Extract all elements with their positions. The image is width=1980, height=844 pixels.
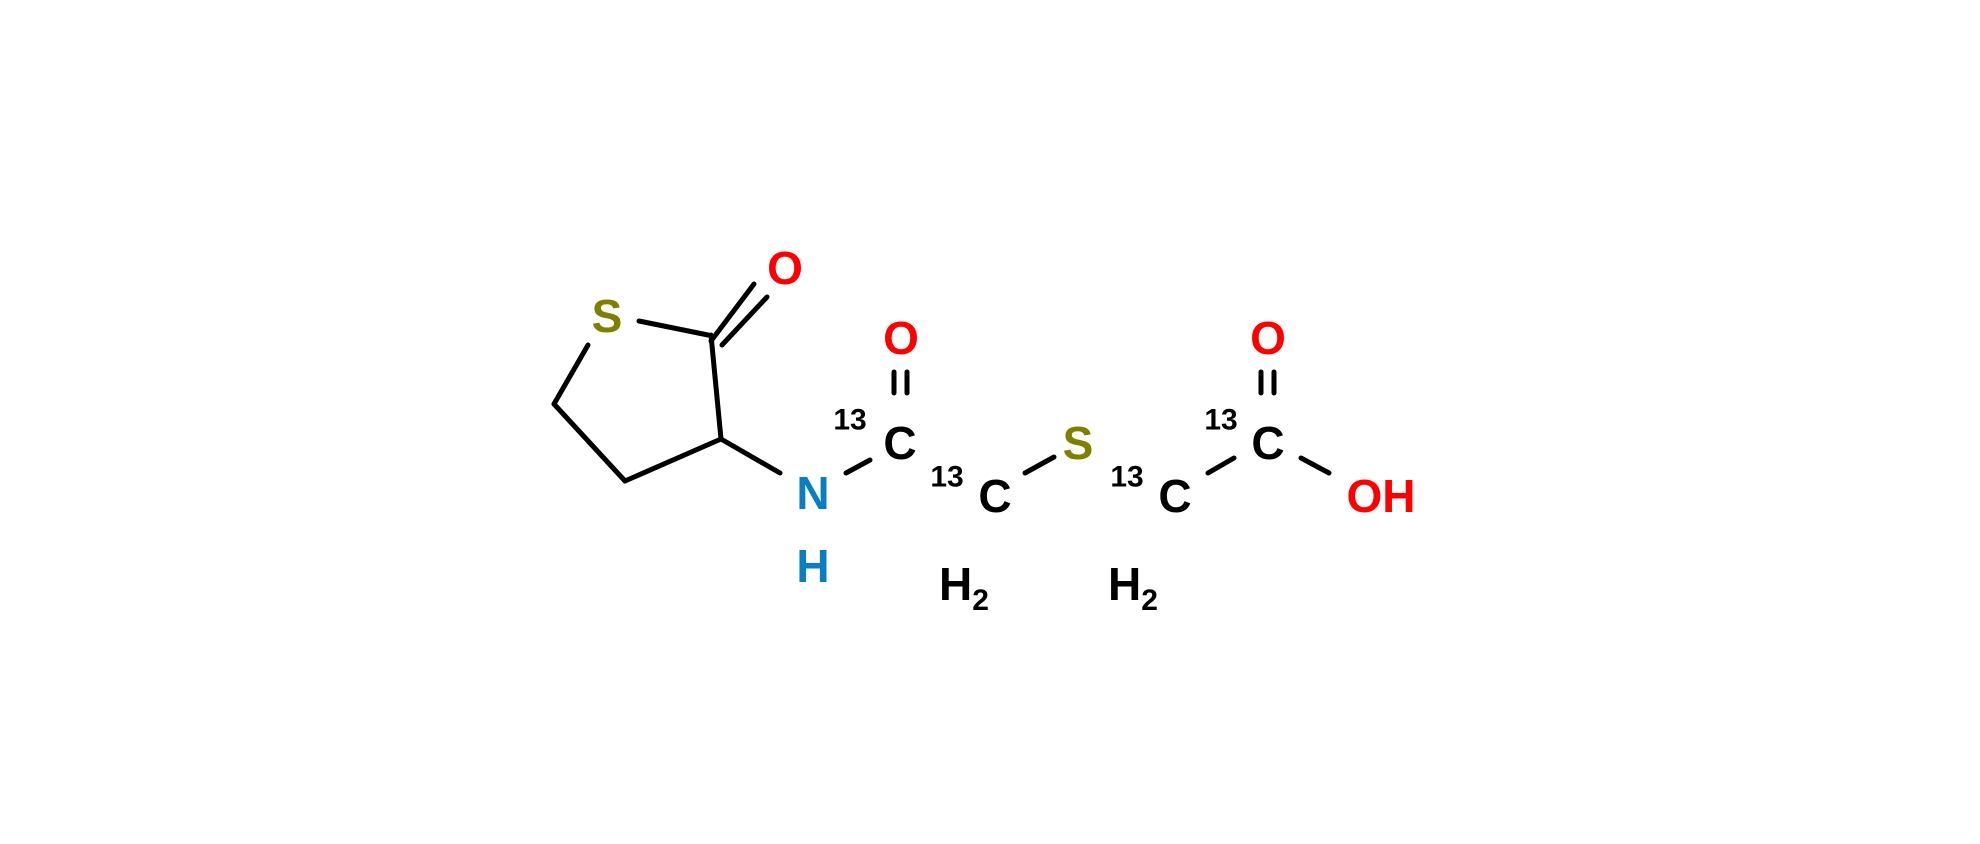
methylene-b-carbon: C [1158,470,1191,522]
amide-nitrogen: N [796,467,829,519]
amide-oxygen: O [883,312,919,364]
methylene-b-hydrogens: H2 [1108,558,1158,617]
bond-ch-c [708,332,724,442]
bonds [551,281,1332,484]
acid-carbon: C [1251,417,1284,469]
bond-ch2-ch2 [551,401,628,484]
bond-ch2-s [1022,454,1057,476]
acid-carbonyl-oxygen: O [1250,312,1286,364]
methylene-b-isotope: 13 [1110,461,1143,494]
atom-labels: S O N H 13 C O 13 C H2 S 13 C H2 13 C O … [592,242,1416,617]
bond-ch2-ch [622,436,724,484]
acid-hydroxyl: OH [1347,470,1416,522]
amide-carbon: C [883,417,916,469]
bond-s-ch2 [551,342,591,407]
amide-carbon-isotope: 13 [833,404,866,437]
methylene-a-carbon: C [978,470,1011,522]
thioether-sulfur: S [1063,417,1094,469]
ring-sulfur: S [592,290,623,342]
bond-c-oh [1298,455,1332,476]
bond-n-c [843,457,873,476]
ring-oxygen: O [767,242,803,294]
acid-carbon-isotope: 13 [1204,404,1237,437]
bond-ch-n [718,436,783,476]
bond-c-o-double-2 [719,294,770,348]
methylene-a-isotope: 13 [930,461,963,494]
bond-c-o-double-1 [708,281,757,344]
bond-s-c [636,318,711,338]
bond-ch2-c [1205,455,1237,476]
methylene-a-hydrogens: H2 [939,558,989,617]
amide-hydrogen: H [796,540,829,592]
